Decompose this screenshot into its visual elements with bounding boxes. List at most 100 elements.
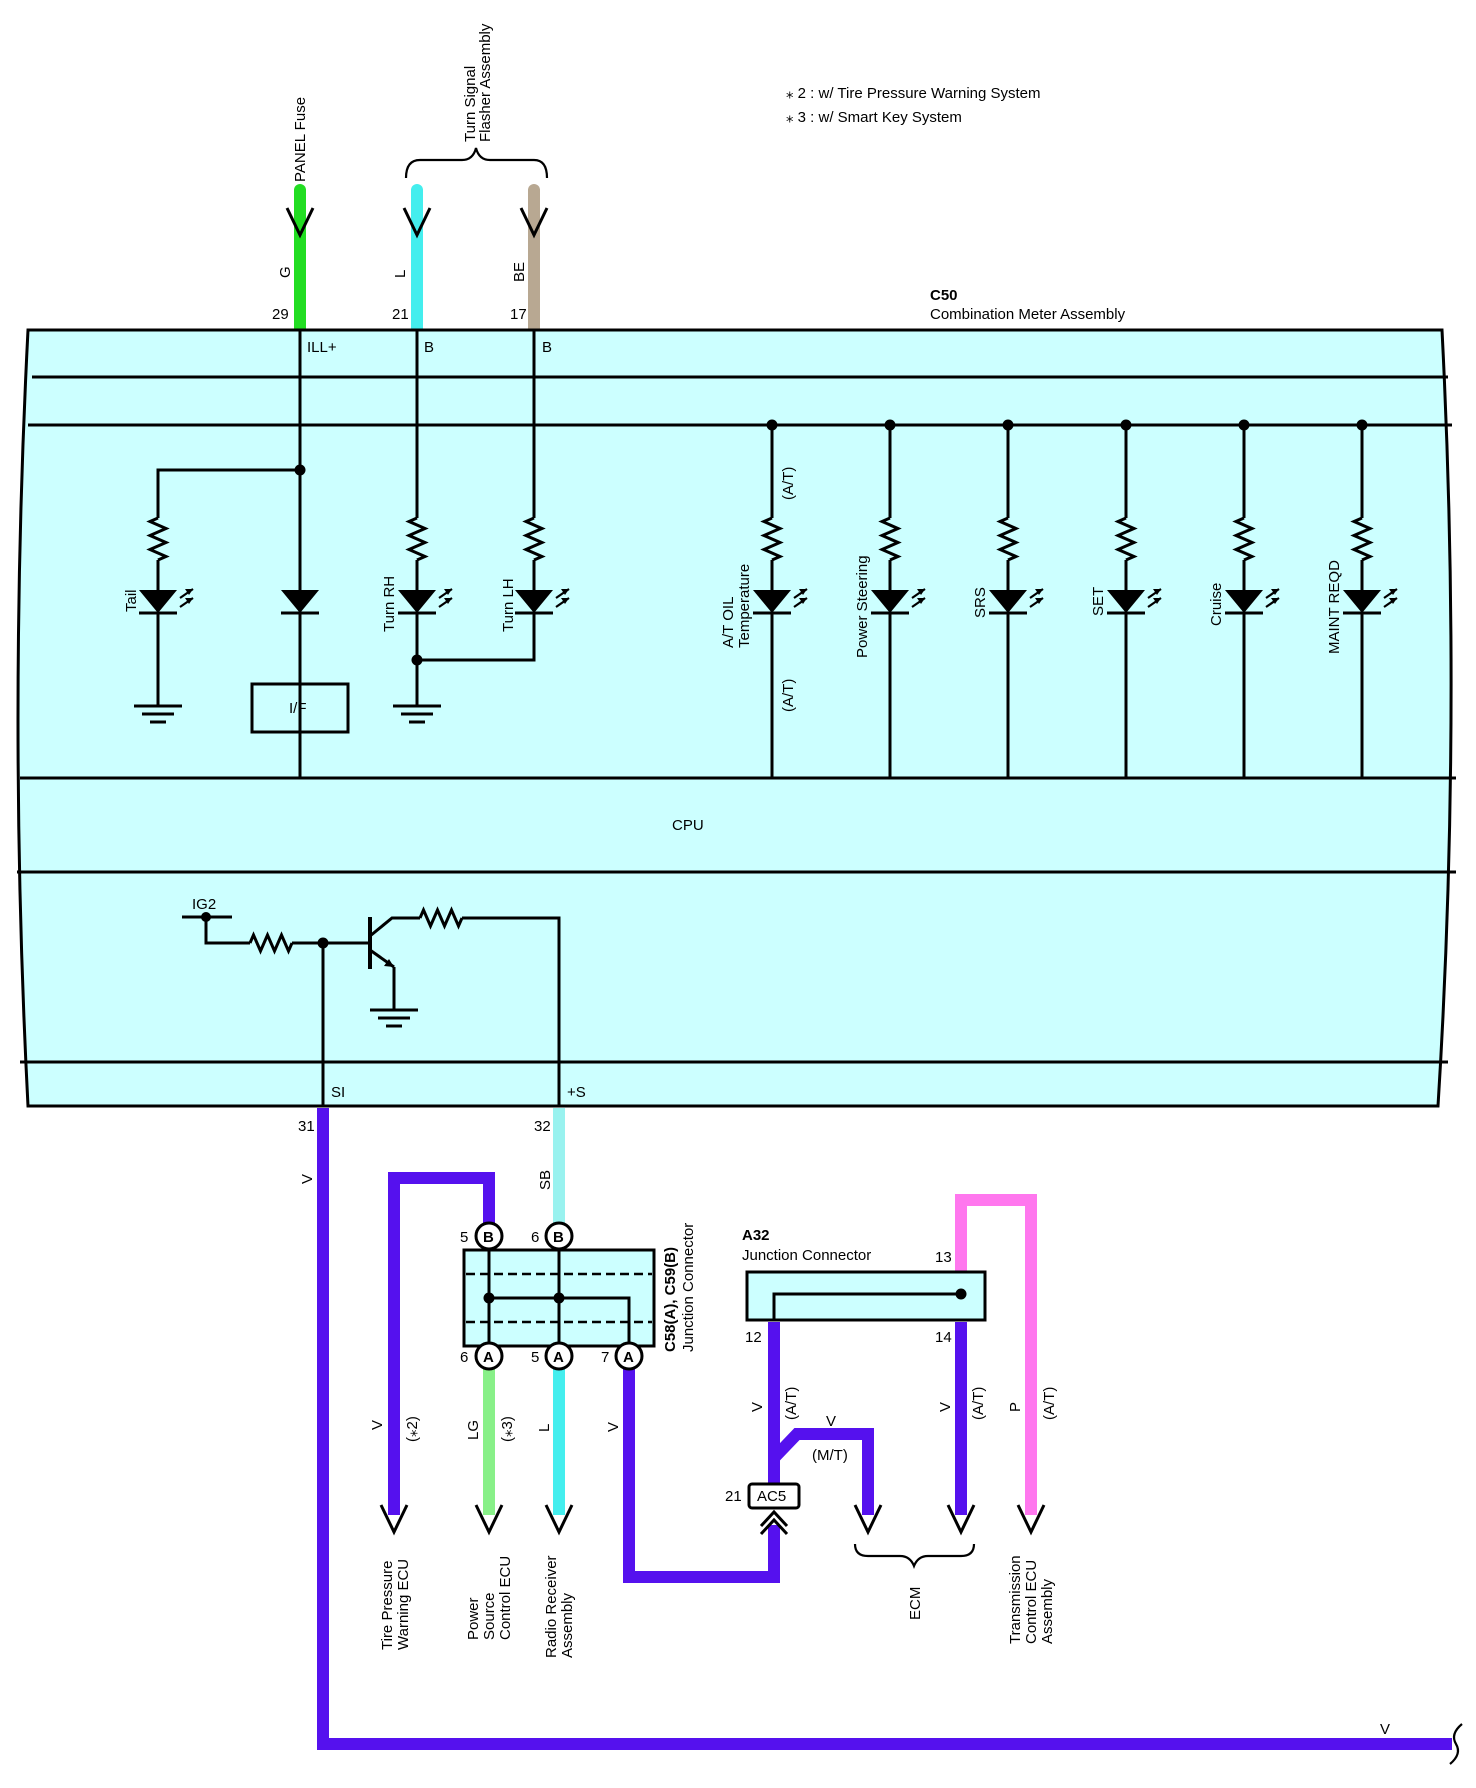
c58-pin-top-1-num: 5 — [460, 1229, 468, 1246]
junction-a32 — [745, 1270, 987, 1322]
pin-17: 17 — [510, 306, 527, 323]
wire-be-turn-lh — [519, 184, 549, 336]
wire-label-tp-v: V — [369, 1420, 386, 1430]
lamp-label-turn-rh: Turn RH — [381, 576, 398, 632]
dest-transmission-1: Transmission — [1007, 1555, 1024, 1644]
c58-name: Junction Connector — [680, 1223, 697, 1352]
wire-label-si-v: V — [299, 1174, 316, 1184]
wire-label-lg-note: (⁎3) — [499, 1416, 516, 1442]
lamp-label-srs: SRS — [972, 587, 989, 618]
dest-tire-pressure-2: Warning ECU — [395, 1559, 412, 1650]
wire-label-tp-note: (⁎2) — [404, 1416, 421, 1442]
wire-v-tire-pressure — [388, 1172, 495, 1515]
note-smart-key: ⁎ 3 : w/ Smart Key System — [786, 109, 962, 126]
c58-pin-bottom-1-num: 6 — [460, 1349, 468, 1366]
lamp-label-at-oil-2: Temperature — [736, 564, 753, 648]
note-tire-pressure: ⁎ 2 : w/ Tire Pressure Warning System — [786, 85, 1041, 102]
flasher-brace — [404, 147, 549, 179]
terminal-si: SI — [331, 1084, 345, 1101]
dest-transmission-2: Control ECU — [1023, 1560, 1040, 1644]
ecm-brace — [853, 1543, 976, 1569]
destination-arrows — [379, 1504, 1046, 1536]
lamp-label-at-oil-1: A/T OIL — [720, 597, 737, 648]
lamp-label-tail: Tail — [123, 589, 140, 612]
lamp-at-lower: (A/T) — [780, 679, 797, 712]
terminal-b-lh: B — [542, 339, 552, 356]
c58-pin-bottom-3-letter: A — [623, 1349, 634, 1366]
a32-pin-13: 13 — [935, 1249, 952, 1266]
wire-label-a12-v: V — [749, 1402, 766, 1412]
c58-pin-top-1-letter: B — [483, 1229, 494, 1246]
lamp-at-upper: (A/T) — [780, 467, 797, 500]
c58-code: C58(A), C59(B) — [662, 1247, 679, 1352]
flasher-label-1: Turn Signal — [462, 66, 479, 142]
lamp-label-power-steering: Power Steering — [854, 555, 871, 658]
wire-label-p: P — [1007, 1402, 1024, 1412]
pin-29: 29 — [272, 306, 289, 323]
junction-c58-c59 — [462, 1221, 656, 1371]
flasher-label-2: Flasher Assembly — [477, 23, 494, 142]
wire-l-turn-rh — [402, 184, 432, 336]
wire-color-be: BE — [511, 262, 528, 282]
lamp-label-set: SET — [1090, 587, 1107, 616]
meter-name: Combination Meter Assembly — [930, 306, 1126, 323]
wire-label-sb: SB — [537, 1170, 554, 1190]
connector-ac5 — [747, 1482, 801, 1536]
c58-pin-top-2-num: 6 — [531, 1229, 539, 1246]
wire-color-l: L — [392, 270, 409, 278]
lamp-label-turn-lh: Turn LH — [500, 578, 517, 632]
wire-v-mt-ecm — [769, 1428, 874, 1515]
wire-g-panel — [285, 184, 315, 336]
wire-label-lg: LG — [465, 1420, 482, 1440]
wire-label-pin7-v: V — [605, 1422, 622, 1432]
warning-lamp-bus — [751, 419, 1399, 778]
wire-label-p-at: (A/T) — [1041, 1387, 1058, 1420]
illumination-circuit — [132, 330, 350, 778]
wire-v-si-main — [317, 1108, 1452, 1750]
connector-ac5-label: AC5 — [757, 1488, 786, 1505]
cpu-label: CPU — [672, 817, 704, 834]
lamp-label-cruise: Cruise — [1208, 583, 1225, 626]
speed-signal-circuit — [182, 908, 561, 1106]
wire-label-a14-at: (A/T) — [970, 1387, 987, 1420]
lamp-label-maint-reqd: MAINT REQD — [1326, 560, 1343, 654]
c58-pin-bottom-1-letter: A — [483, 1349, 494, 1366]
c58-pin-bottom-2-letter: A — [553, 1349, 564, 1366]
terminal-b-rh: B — [424, 339, 434, 356]
c58-pin-bottom-3-num: 7 — [601, 1349, 609, 1366]
wire-label-a12-at: (A/T) — [783, 1387, 800, 1420]
a32-name: Junction Connector — [742, 1247, 871, 1264]
a32-pin-12: 12 — [745, 1329, 762, 1346]
dest-radio-1: Radio Receiver — [543, 1555, 560, 1658]
terminal-ill-plus: ILL+ — [307, 339, 337, 356]
a32-code: A32 — [742, 1227, 770, 1244]
dest-ecm: ECM — [907, 1587, 924, 1620]
terminal-plus-s: +S — [567, 1084, 586, 1101]
pin-21: 21 — [392, 306, 409, 323]
wire-label-a14-v: V — [937, 1402, 954, 1412]
ig2-label: IG2 — [192, 896, 216, 913]
connector-ac5-pin: 21 — [725, 1488, 742, 1505]
dest-power-source-2: Source — [481, 1592, 498, 1640]
wire-label-bottom-v: V — [1380, 1721, 1390, 1738]
c58-pin-bottom-2-num: 5 — [531, 1349, 539, 1366]
if-box-label: I/F — [289, 700, 307, 717]
wire-label-mt-v: V — [826, 1413, 836, 1430]
c58-pin-top-2-letter: B — [553, 1229, 564, 1246]
dest-radio-2: Assembly — [559, 1592, 576, 1658]
a32-pin-14: 14 — [935, 1329, 952, 1346]
dest-power-source-1: Power — [465, 1597, 482, 1640]
turn-indicator-circuit — [391, 330, 571, 724]
wire-color-g: G — [277, 266, 294, 278]
wire-label-radio-l: L — [536, 1424, 553, 1432]
meter-code: C50 — [930, 287, 958, 304]
dest-transmission-3: Assembly — [1039, 1578, 1056, 1644]
pin-31: 31 — [298, 1118, 315, 1135]
pin-32: 32 — [534, 1118, 551, 1135]
wire-p-transmission — [955, 1194, 1037, 1515]
wire-v-pin7-ac5 — [623, 1362, 780, 1583]
combination-meter-panel — [16, 328, 1453, 1108]
dest-tire-pressure-1: Tire Pressure — [379, 1561, 396, 1650]
dest-power-source-3: Control ECU — [497, 1556, 514, 1640]
